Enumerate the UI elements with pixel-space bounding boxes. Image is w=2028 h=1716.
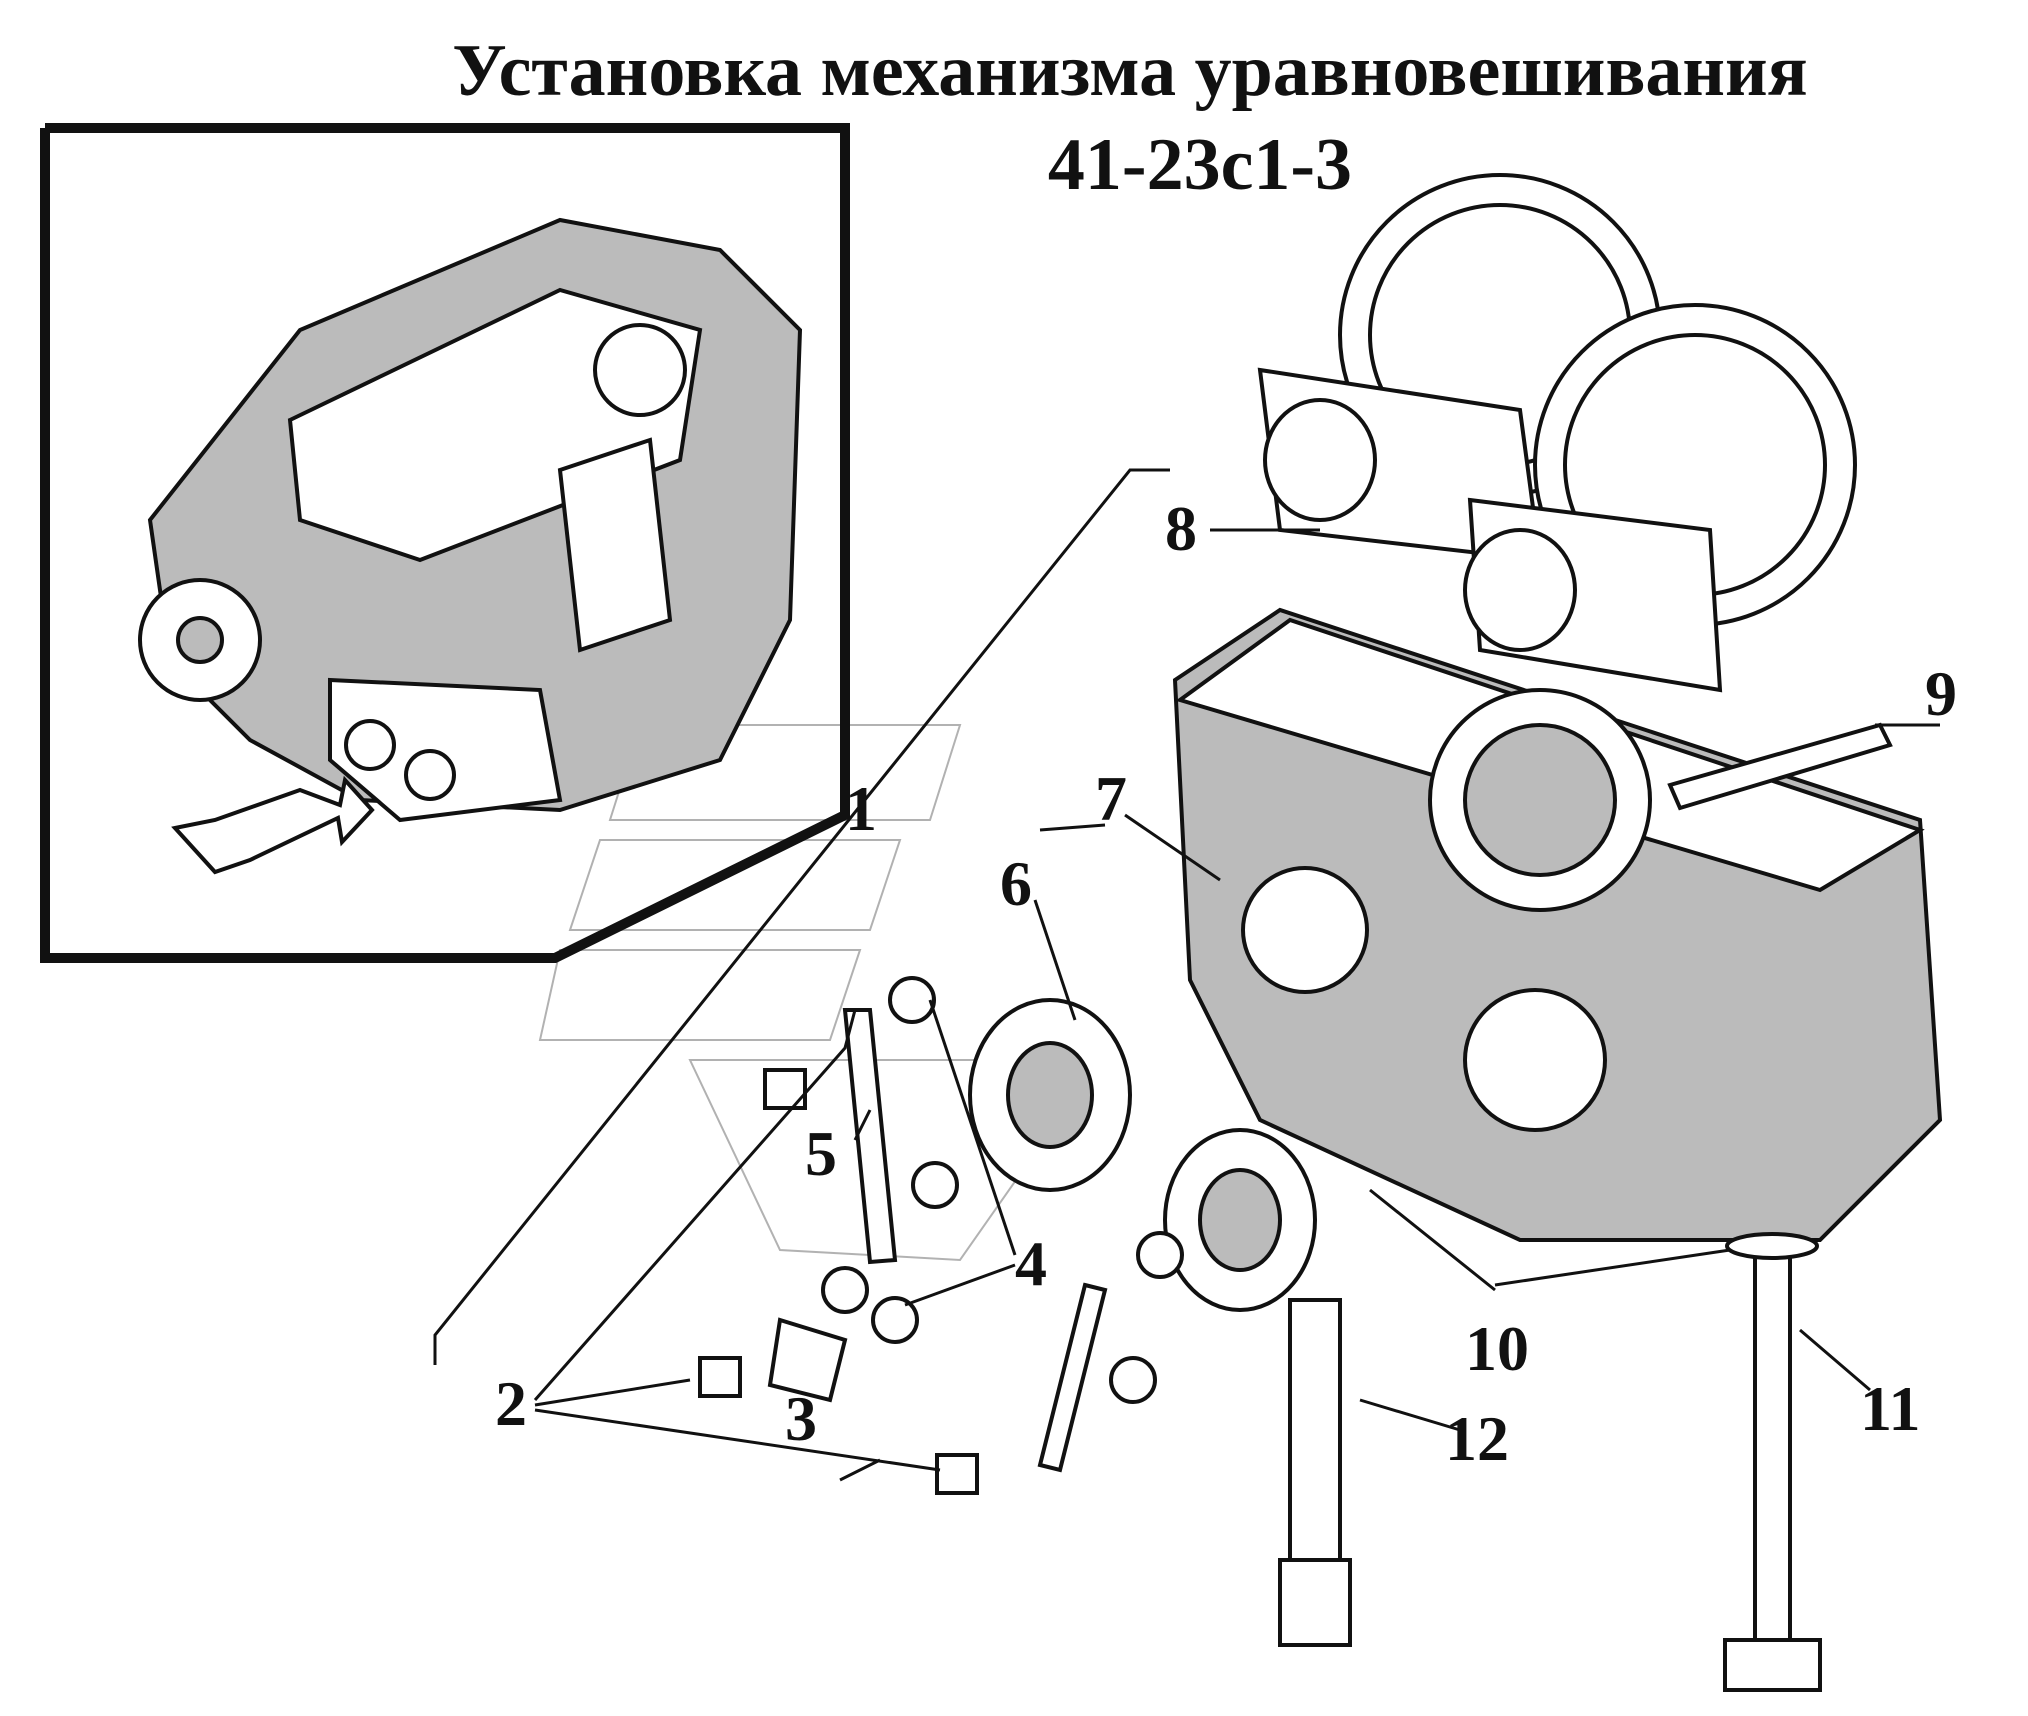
label-8: 8	[1165, 493, 1197, 564]
leader-lines	[433, 468, 1940, 1482]
oil-pipe	[1278, 1298, 1352, 1647]
label-12: 12	[1445, 1403, 1509, 1474]
label-2: 2	[495, 1368, 527, 1439]
label-10: 10	[1465, 1313, 1529, 1384]
label-7: 7	[1095, 763, 1127, 834]
callout-labels: 1 2 3 4 5 6 7 8 9 10 11 12	[495, 493, 1957, 1474]
engine-sketch	[138, 217, 803, 823]
diagram-title: Установка механизма уравновешивания	[452, 30, 1808, 112]
bolt-long	[1723, 1232, 1822, 1692]
label-9: 9	[1925, 658, 1957, 729]
label-4: 4	[1015, 1228, 1047, 1299]
label-5: 5	[805, 1118, 837, 1189]
balancer-housing	[1172, 607, 1943, 1242]
bearings	[968, 998, 1317, 1312]
label-11: 11	[1860, 1373, 1920, 1444]
locking-plate-9	[1667, 722, 1893, 811]
label-6: 6	[1000, 848, 1032, 919]
balancer-shafts-with-gears	[1257, 173, 1857, 693]
diagram-code: 41-23с1-3	[1047, 124, 1353, 206]
engine-overview-inset	[40, 123, 850, 963]
pointer-arrow-icon	[171, 775, 375, 875]
label-3: 3	[785, 1383, 817, 1454]
label-1: 1	[845, 773, 877, 844]
